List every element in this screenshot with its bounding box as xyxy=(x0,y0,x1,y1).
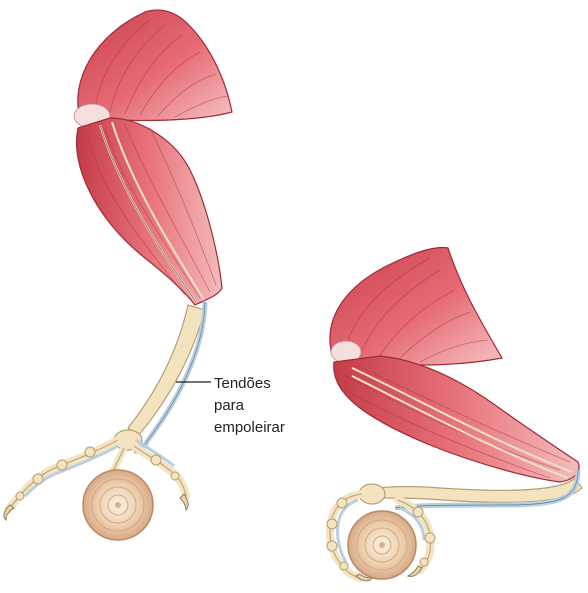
left-leg-standing xyxy=(4,10,232,540)
right-perch-branch xyxy=(348,511,416,579)
right-tarsus-bone xyxy=(380,478,582,502)
label-line-3: empoleirar xyxy=(214,419,285,436)
tendon-label: Tendões para empoleirar xyxy=(214,375,285,436)
right-back-claw xyxy=(408,566,422,577)
label-line-1: Tendões xyxy=(214,375,271,392)
left-perch-branch xyxy=(83,470,153,540)
left-drumstick-muscle xyxy=(77,118,222,305)
left-thigh-muscle xyxy=(78,10,232,121)
right-leg-perching xyxy=(327,248,582,581)
label-line-2: para xyxy=(214,397,245,414)
